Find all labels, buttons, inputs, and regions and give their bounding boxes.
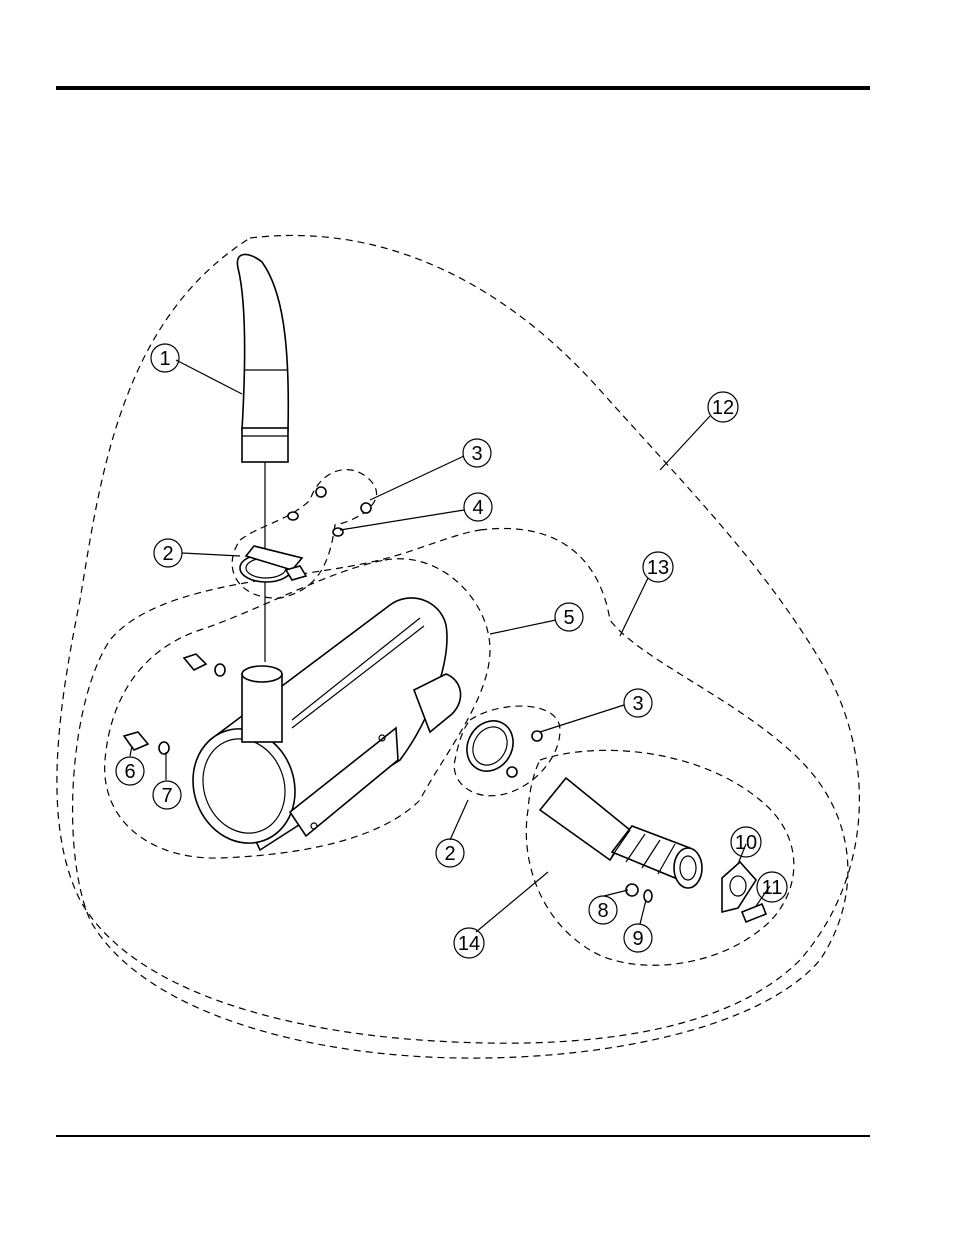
callout-10: 10: [731, 827, 761, 857]
lower-clamp-part: [458, 712, 542, 779]
callout-12: 12: [708, 392, 738, 422]
svg-text:10: 10: [735, 832, 757, 854]
exhaust-stack-part: [237, 254, 288, 662]
callout-6: 6: [116, 757, 144, 785]
svg-text:3: 3: [632, 693, 643, 715]
stud-part: [742, 904, 766, 922]
upper-clamp-part: [240, 546, 306, 582]
callout-5: 5: [555, 603, 583, 631]
flex-pipe-fasteners-part: [626, 884, 652, 902]
callout-3-lower: 3: [624, 689, 652, 717]
callout-4: 4: [464, 493, 492, 521]
svg-text:12: 12: [712, 397, 734, 419]
group-boundary-13: [73, 528, 848, 1058]
svg-text:8: 8: [597, 900, 608, 922]
callout-9: 9: [624, 924, 652, 952]
upper-nuts-part: [288, 487, 371, 536]
svg-text:4: 4: [472, 497, 483, 519]
callout-11: 11: [757, 872, 787, 902]
svg-text:5: 5: [563, 607, 574, 629]
svg-text:11: 11: [762, 877, 783, 899]
callout-7: 7: [153, 781, 181, 809]
callout-3-upper: 3: [463, 439, 491, 467]
svg-text:2: 2: [162, 543, 173, 565]
gasket-part: [722, 862, 756, 912]
callout-14: 14: [454, 928, 484, 958]
muffler-part: [177, 598, 460, 858]
svg-text:6: 6: [124, 761, 135, 783]
svg-text:9: 9: [632, 928, 643, 950]
svg-text:14: 14: [458, 933, 480, 955]
svg-text:3: 3: [471, 443, 482, 465]
svg-text:1: 1: [159, 348, 170, 370]
svg-text:2: 2: [444, 843, 455, 865]
callout-1: 1: [151, 344, 179, 372]
svg-text:13: 13: [647, 557, 669, 579]
svg-text:7: 7: [161, 785, 172, 807]
flex-pipe-part: [540, 778, 702, 888]
callout-13: 13: [643, 552, 673, 582]
callout-2-lower: 2: [436, 839, 464, 867]
callout-2-upper: 2: [154, 539, 182, 567]
callout-8: 8: [589, 896, 617, 924]
